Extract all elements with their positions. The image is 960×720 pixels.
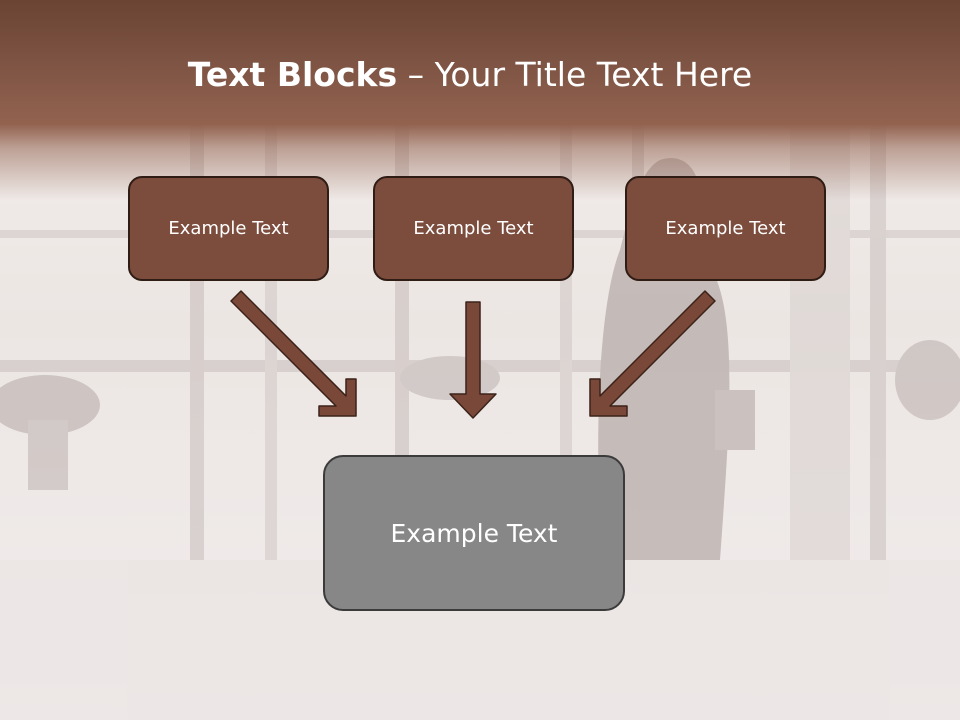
arrow-right-icon [589,290,716,417]
text-block-1-label: Example Text [168,218,289,239]
target-block-label: Example Text [390,518,558,548]
arrow-down-icon [449,301,497,419]
text-block-3[interactable]: Example Text [625,176,826,281]
arrow-left-icon [230,290,357,417]
target-block[interactable]: Example Text [323,455,625,611]
text-block-3-label: Example Text [665,218,786,239]
text-block-1[interactable]: Example Text [128,176,329,281]
text-block-2-label: Example Text [413,218,534,239]
title-bold: Text Blocks [187,55,398,94]
title-rest: – Your Title Text Here [397,55,753,94]
page-title: Text Blocks – Your Title Text Here [0,52,940,98]
header-band [0,0,960,200]
text-block-2[interactable]: Example Text [373,176,574,281]
